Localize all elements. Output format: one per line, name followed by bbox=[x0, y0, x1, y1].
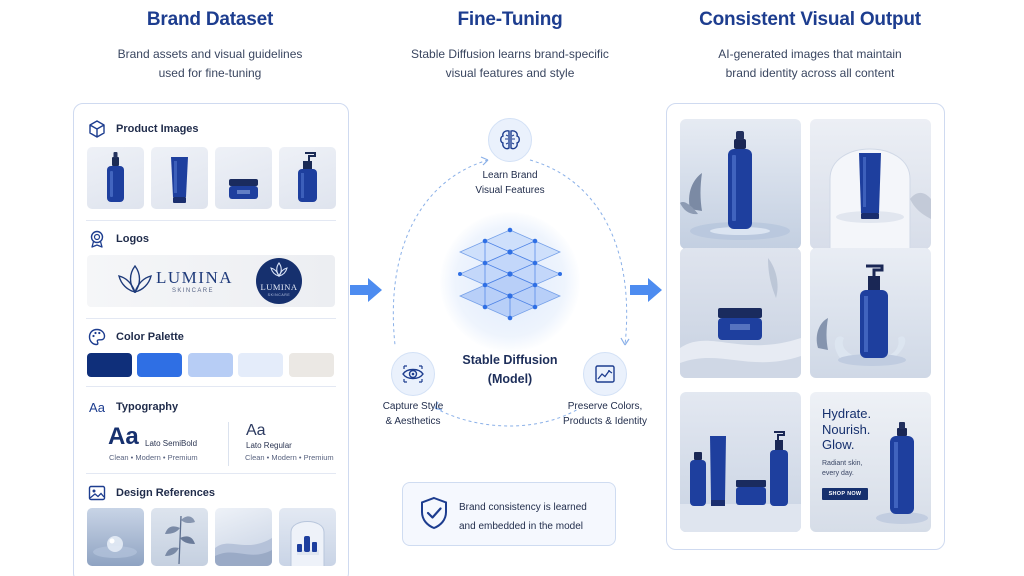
ad-body-line2: every day. bbox=[822, 470, 854, 477]
arrow-to-output-icon bbox=[628, 275, 664, 310]
reference-leaves bbox=[151, 508, 208, 566]
section-label: Design References bbox=[116, 487, 216, 499]
product-thumb-jar bbox=[215, 147, 272, 209]
preserve-colors-node bbox=[583, 352, 627, 396]
neural-network-icon bbox=[458, 227, 562, 321]
section-divider bbox=[86, 220, 336, 221]
reference-arch-scene bbox=[279, 508, 336, 566]
logo-badge bbox=[256, 258, 302, 304]
capture-style-node bbox=[391, 352, 435, 396]
badge-lotus-icon bbox=[269, 262, 289, 283]
section-label: Logos bbox=[116, 233, 149, 245]
finetuning-title: Fine-Tuning bbox=[457, 9, 563, 30]
typo-name-regular: Lato Regular bbox=[246, 441, 292, 450]
brain-icon bbox=[500, 130, 520, 150]
section-label: Color Palette bbox=[116, 331, 184, 343]
model-label-line1: Stable Diffusion bbox=[462, 353, 558, 367]
finetuning-subtitle-line2: visual features and style bbox=[445, 66, 575, 80]
ad-headline: Hydrate. Nourish. Glow. bbox=[822, 406, 871, 453]
shield-check-icon bbox=[418, 496, 450, 535]
learn-features-node bbox=[488, 118, 532, 162]
typo-tags-regular: Clean • Modern • Premium bbox=[245, 453, 334, 462]
output-ad-creative bbox=[810, 392, 931, 532]
product-thumb-pump bbox=[279, 147, 336, 209]
ad-headline-line2: Nourish. bbox=[822, 421, 871, 437]
output-subtitle-line1: AI-generated images that maintain bbox=[718, 47, 902, 61]
learn-label-line1: Learn Brand bbox=[482, 170, 538, 181]
section-design-references: Design References bbox=[86, 482, 215, 504]
preserve-colors-label: Preserve Colors, Products & Identity bbox=[550, 399, 660, 429]
note-line1: Brand consistency is learned bbox=[459, 502, 587, 513]
cycle-dashed-loop bbox=[392, 156, 630, 427]
swatch-navy bbox=[87, 353, 132, 377]
section-label: Product Images bbox=[116, 123, 199, 135]
consistency-note bbox=[402, 482, 616, 546]
shop-now-button[interactable]: SHOP NOW bbox=[822, 488, 868, 500]
output-subtitle: AI-generated images that maintain brand … bbox=[680, 45, 940, 83]
output-subtitle-line2: brand identity across all content bbox=[725, 66, 895, 80]
lotus-logo-icon bbox=[115, 262, 155, 303]
output-tube-arch bbox=[810, 119, 931, 249]
dataset-subtitle-line1: Brand assets and visual guidelines bbox=[117, 47, 303, 61]
swatch-warm-gray bbox=[289, 353, 334, 377]
reference-water-drop bbox=[87, 508, 144, 566]
preserve-label-line2: Products & Identity bbox=[563, 416, 647, 427]
arrow-to-finetuning-icon bbox=[348, 275, 384, 310]
swatch-light-blue bbox=[188, 353, 233, 377]
ad-body-line1: Radiant skin, bbox=[822, 460, 863, 467]
typo-sample-semibold: Aa bbox=[108, 423, 139, 450]
section-label: Typography bbox=[116, 401, 179, 413]
preserve-label-line1: Preserve Colors, bbox=[567, 401, 643, 412]
ad-headline-line3: Glow. bbox=[822, 437, 855, 452]
swatch-royal-blue bbox=[137, 353, 182, 377]
section-typography: Aa Typography bbox=[86, 396, 178, 418]
logo-wordmark: LUMINA bbox=[156, 268, 233, 287]
capture-label-line2: & Aesthetics bbox=[385, 416, 441, 427]
finetuning-subtitle: Stable Diffusion learns brand-specific v… bbox=[370, 45, 650, 83]
section-divider bbox=[86, 473, 336, 474]
badge-tagline: SKINCARE bbox=[267, 293, 291, 297]
model-label-line2: (Model) bbox=[487, 372, 533, 386]
capture-label-line1: Capture Style bbox=[382, 401, 444, 412]
logo-tagline: SKINCARE bbox=[172, 288, 214, 294]
output-title: Consistent Visual Output bbox=[699, 9, 921, 30]
section-divider bbox=[86, 386, 336, 387]
output-pump-splash bbox=[810, 248, 931, 378]
badge-icon bbox=[86, 228, 108, 250]
learn-features-label: Learn Brand Visual Features bbox=[450, 168, 570, 198]
section-color-palette: Color Palette bbox=[86, 326, 184, 348]
image-icon bbox=[86, 482, 108, 504]
model-label: Stable Diffusion (Model) bbox=[440, 351, 580, 389]
product-thumb-tube bbox=[151, 147, 208, 209]
finetuning-subtitle-line1: Stable Diffusion learns brand-specific bbox=[411, 47, 609, 61]
consistency-note-text: Brand consistency is learned and embedde… bbox=[459, 498, 609, 536]
eye-icon bbox=[402, 365, 424, 383]
reference-fabric bbox=[215, 508, 272, 566]
typo-name-semibold: Lato SemiBold bbox=[145, 439, 198, 448]
aa-icon: Aa bbox=[89, 399, 105, 415]
ad-body: Radiant skin, every day. bbox=[822, 459, 862, 479]
section-divider bbox=[86, 318, 336, 319]
badge-wordmark: LUMINA bbox=[260, 282, 298, 292]
learn-label-line2: Visual Features bbox=[475, 185, 545, 196]
section-product-images: Product Images bbox=[86, 118, 199, 140]
output-serum-water bbox=[680, 119, 801, 249]
output-product-lineup bbox=[680, 392, 801, 532]
swatch-pale-blue bbox=[238, 353, 283, 377]
palette-icon bbox=[86, 326, 108, 348]
chart-frame-icon bbox=[595, 365, 615, 383]
section-logos: Logos bbox=[86, 228, 149, 250]
product-thumb-serum bbox=[87, 147, 144, 209]
dataset-subtitle-line2: used for fine-tuning bbox=[158, 66, 262, 80]
typo-sample-regular: Aa bbox=[246, 422, 266, 439]
output-jar-fabric bbox=[680, 248, 801, 378]
typo-tags-semibold: Clean • Modern • Premium bbox=[109, 453, 198, 462]
dataset-subtitle: Brand assets and visual guidelines used … bbox=[80, 45, 340, 83]
capture-style-label: Capture Style & Aesthetics bbox=[363, 399, 463, 429]
typo-divider bbox=[228, 422, 229, 466]
ad-headline-line1: Hydrate. bbox=[822, 406, 872, 421]
cube-icon bbox=[86, 118, 108, 140]
dataset-title: Brand Dataset bbox=[146, 9, 274, 30]
note-line2: and embedded in the model bbox=[459, 521, 583, 532]
